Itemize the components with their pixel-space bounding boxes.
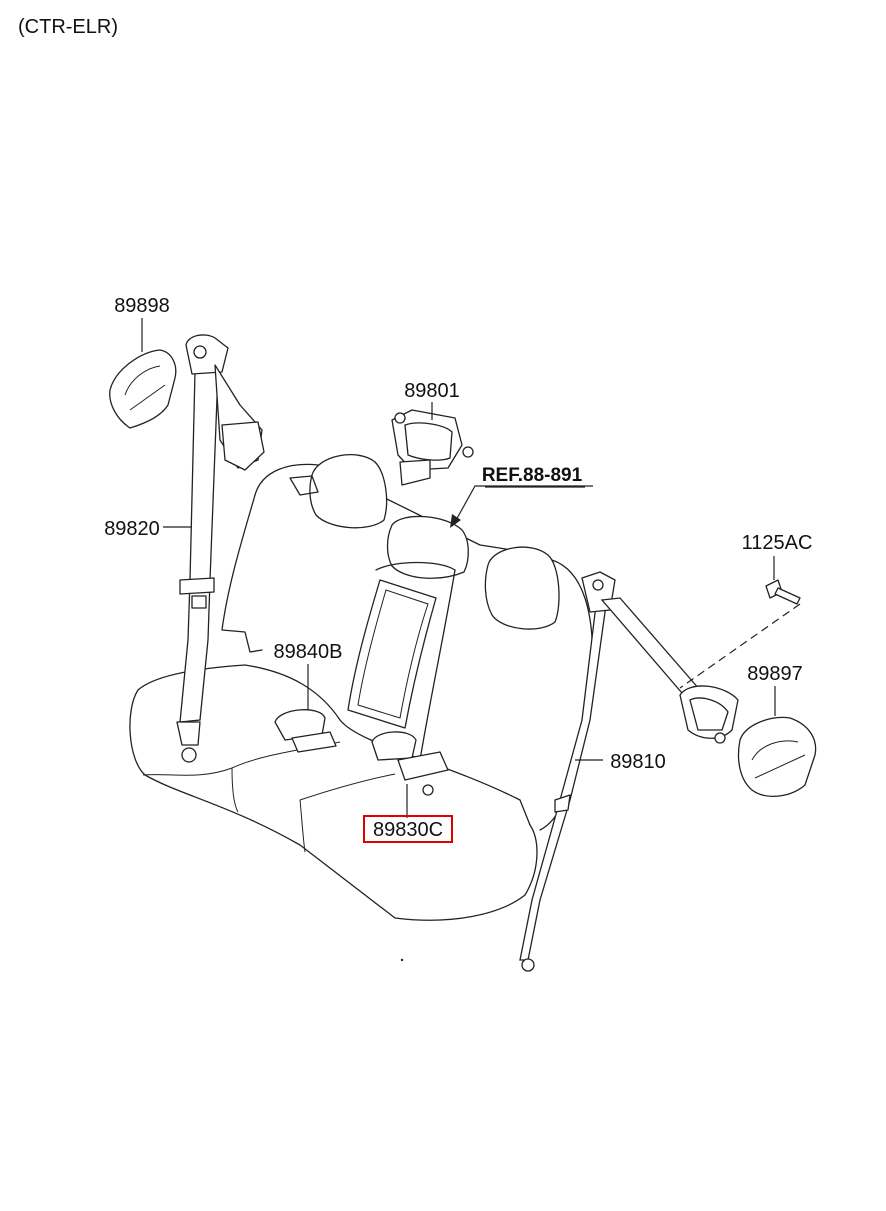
part-89830C-buckle-drawing (371, 731, 449, 796)
part-89898-cover-drawing (109, 349, 177, 429)
part-89801-retractor-drawing (391, 409, 474, 486)
left-seat-belt-assembly (176, 334, 265, 763)
leader-lines (141, 318, 801, 818)
part-label-89840B: 89840B (274, 641, 343, 663)
variant-label: (CTR-ELR) (18, 16, 118, 38)
part-89897-cover-drawing (737, 716, 817, 797)
highlight-box-89830C (363, 815, 453, 843)
rear-seat-drawing (129, 454, 594, 921)
part-1125AC-bolt-drawing (765, 579, 801, 605)
part-label-89820: 89820 (104, 518, 160, 540)
part-label-89830C: 89830C (373, 819, 443, 841)
stray-dot (400, 958, 404, 962)
part-label-89801: 89801 (404, 380, 460, 402)
right-seat-belt-assembly (519, 571, 739, 972)
part-label-89897: 89897 (747, 663, 803, 685)
part-label-1125AC: 1125AC (742, 532, 813, 554)
part-label-89810: 89810 (610, 751, 666, 773)
reference-label: REF.88-891 (482, 465, 583, 486)
part-label-89898: 89898 (114, 295, 170, 317)
part-89840B-buckle-drawing (274, 709, 337, 753)
